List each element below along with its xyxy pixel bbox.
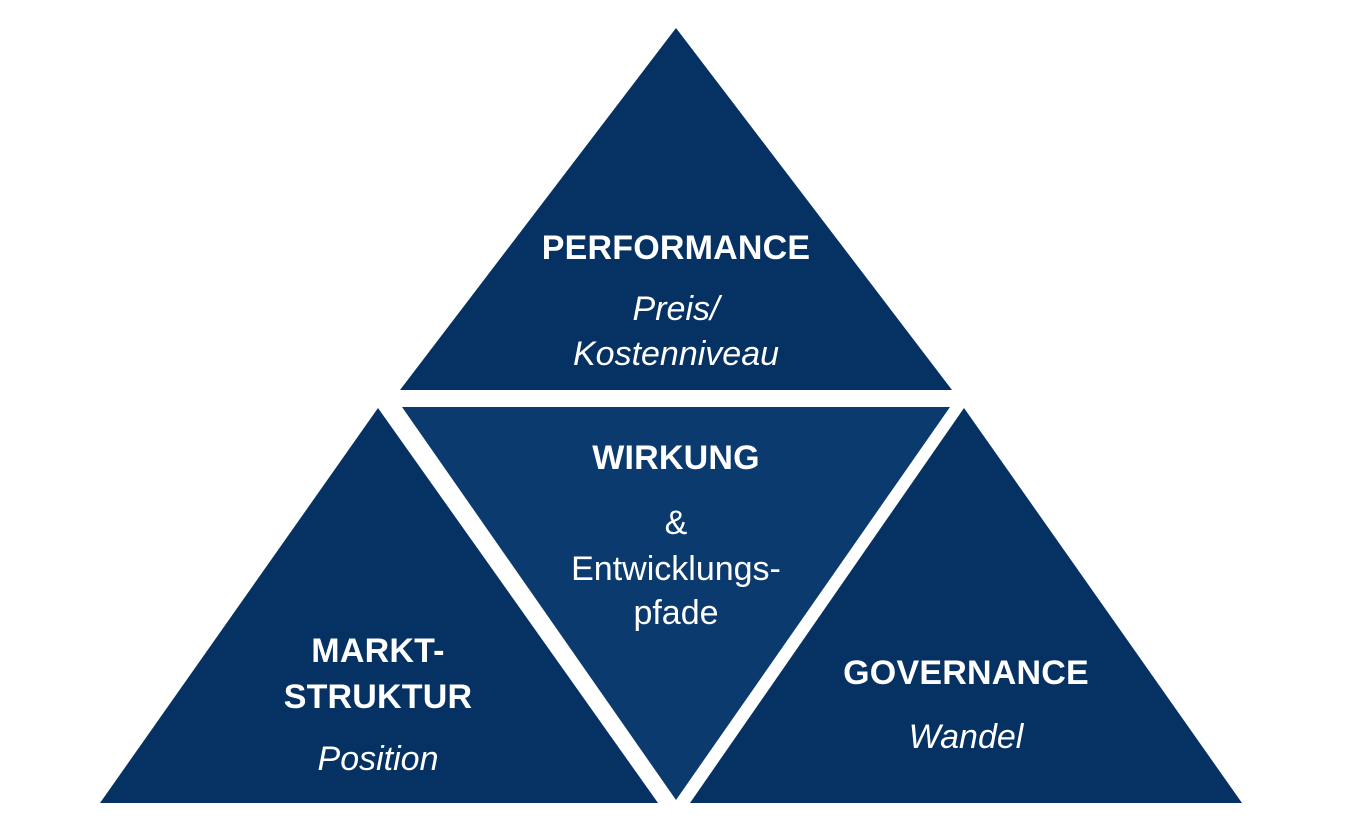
top-subtitle-line1: Preis/ xyxy=(632,290,720,328)
right-triangle xyxy=(690,408,1242,803)
center-line1: & xyxy=(664,504,688,542)
right-title: GOVERNANCE xyxy=(843,654,1089,692)
right-subtitle: Wandel xyxy=(908,718,1024,756)
center-triangle xyxy=(402,407,950,800)
center-line2: Entwicklungs- xyxy=(571,550,781,588)
left-title-line2: STRUKTUR xyxy=(283,678,473,716)
center-line3: pfade xyxy=(633,594,719,632)
top-triangle xyxy=(400,28,952,390)
center-title: WIRKUNG xyxy=(592,439,760,477)
top-title: PERFORMANCE xyxy=(541,229,811,267)
top-subtitle-line2: Kostenniveau xyxy=(572,335,780,373)
left-triangle xyxy=(100,408,658,803)
left-title-line1: MARKT- xyxy=(311,632,445,670)
left-subtitle: Position xyxy=(317,740,439,778)
